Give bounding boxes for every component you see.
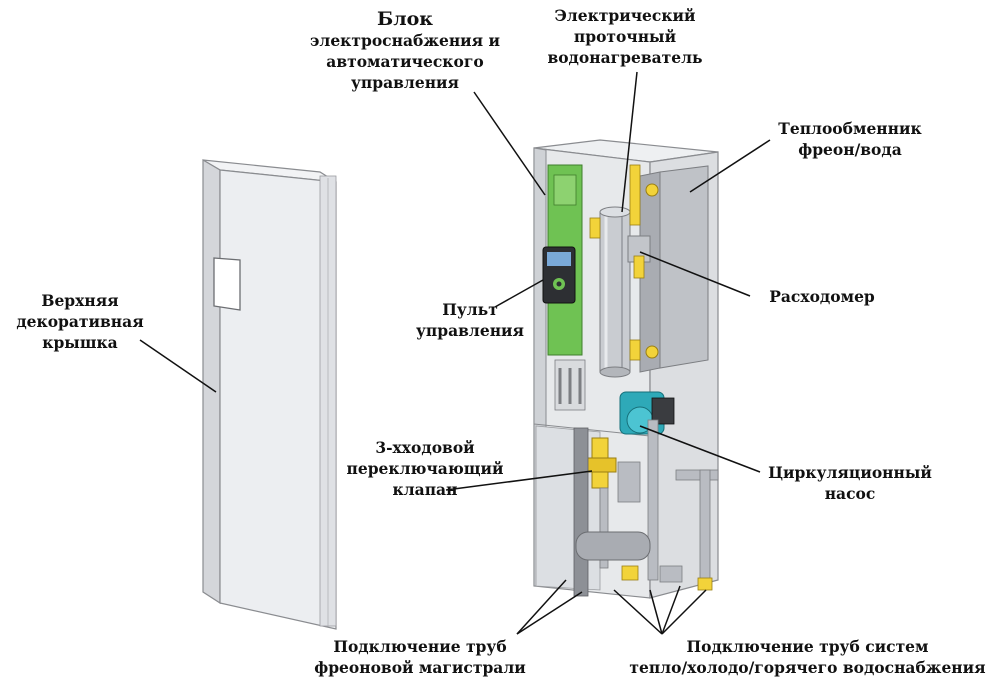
label-heater-line3: водонагреватель xyxy=(547,48,703,67)
label-valve-line3: клапан xyxy=(392,480,458,499)
leader-systems-4 xyxy=(661,589,707,635)
label-freon-line2: фреоновой магистрали xyxy=(314,658,526,677)
three-way-valve xyxy=(583,437,641,503)
flow-heater xyxy=(589,164,641,378)
label-valve-line1: 3-хходовой xyxy=(375,438,475,457)
leader-freon-2 xyxy=(516,579,567,635)
label-cover-line3: крышка xyxy=(42,333,118,352)
leader-systems-1 xyxy=(613,589,663,635)
label-control-panel: Пульт управления xyxy=(405,299,535,341)
label-systems-line2: тепло/холодо/горячего водоснабжения xyxy=(629,658,986,677)
label-valve-line2: переключающий xyxy=(346,459,504,478)
label-flow-meter: Расходомер xyxy=(752,286,892,307)
leader-cover xyxy=(139,339,217,393)
flow-meter xyxy=(627,235,651,279)
leader-block xyxy=(473,91,546,196)
label-block-line3: управления xyxy=(350,73,459,92)
leader-panel xyxy=(494,279,544,308)
label-pump-line1: Циркуляционный xyxy=(768,463,932,482)
label-exchanger-line1: Теплообменник xyxy=(778,119,922,138)
label-block-line1: электроснабжения и xyxy=(309,31,501,50)
label-flowmeter: Расходомер xyxy=(769,287,875,306)
leader-systems-3 xyxy=(661,585,681,635)
decorative-cover xyxy=(202,158,337,630)
label-freon-connection: Подключение труб фреоновой магистрали xyxy=(305,636,535,678)
label-cover-line1: Верхняя xyxy=(41,291,119,310)
label-circulation-pump: Циркуляционный насос xyxy=(760,462,940,504)
label-block-line2: автоматического xyxy=(326,52,484,71)
label-power-control-block: Блок электроснабжения и автоматического … xyxy=(300,8,510,93)
circulation-pump xyxy=(619,391,675,435)
leader-flowmeter xyxy=(639,251,751,297)
heat-exchanger xyxy=(639,165,709,373)
leader-valve xyxy=(445,470,593,491)
label-three-way-valve: 3-хходовой переключающий клапан xyxy=(340,437,510,500)
label-cover-line2: декоративная xyxy=(16,312,144,331)
cover-window xyxy=(213,257,241,311)
label-panel-line2: управления xyxy=(415,321,524,340)
label-exchanger-line2: фреон/вода xyxy=(798,140,902,159)
leader-pump xyxy=(639,425,761,473)
label-heater-line2: проточный xyxy=(573,27,677,46)
leader-systems-2 xyxy=(649,589,663,635)
leader-heater xyxy=(621,71,638,213)
label-freon-line1: Подключение труб xyxy=(333,637,507,656)
leader-lines xyxy=(139,71,771,635)
label-heat-exchanger: Теплообменник фреон/вода xyxy=(760,118,940,160)
label-decorative-cover: Верхняя декоративная крышка xyxy=(0,290,160,353)
leader-freon-1 xyxy=(516,591,583,635)
label-flow-heater: Электрический проточный водонагреватель xyxy=(530,5,720,68)
label-pump-line2: насос xyxy=(824,484,876,503)
label-panel-line1: Пульт xyxy=(442,300,498,319)
label-block-title: Блок xyxy=(376,8,434,30)
leader-exchanger xyxy=(689,139,771,193)
label-systems-connection: Подключение труб систем тепло/холодо/гор… xyxy=(620,636,995,678)
label-heater-line1: Электрический xyxy=(554,6,696,25)
label-systems-line1: Подключение труб систем xyxy=(686,637,929,656)
control-panel xyxy=(542,246,576,304)
